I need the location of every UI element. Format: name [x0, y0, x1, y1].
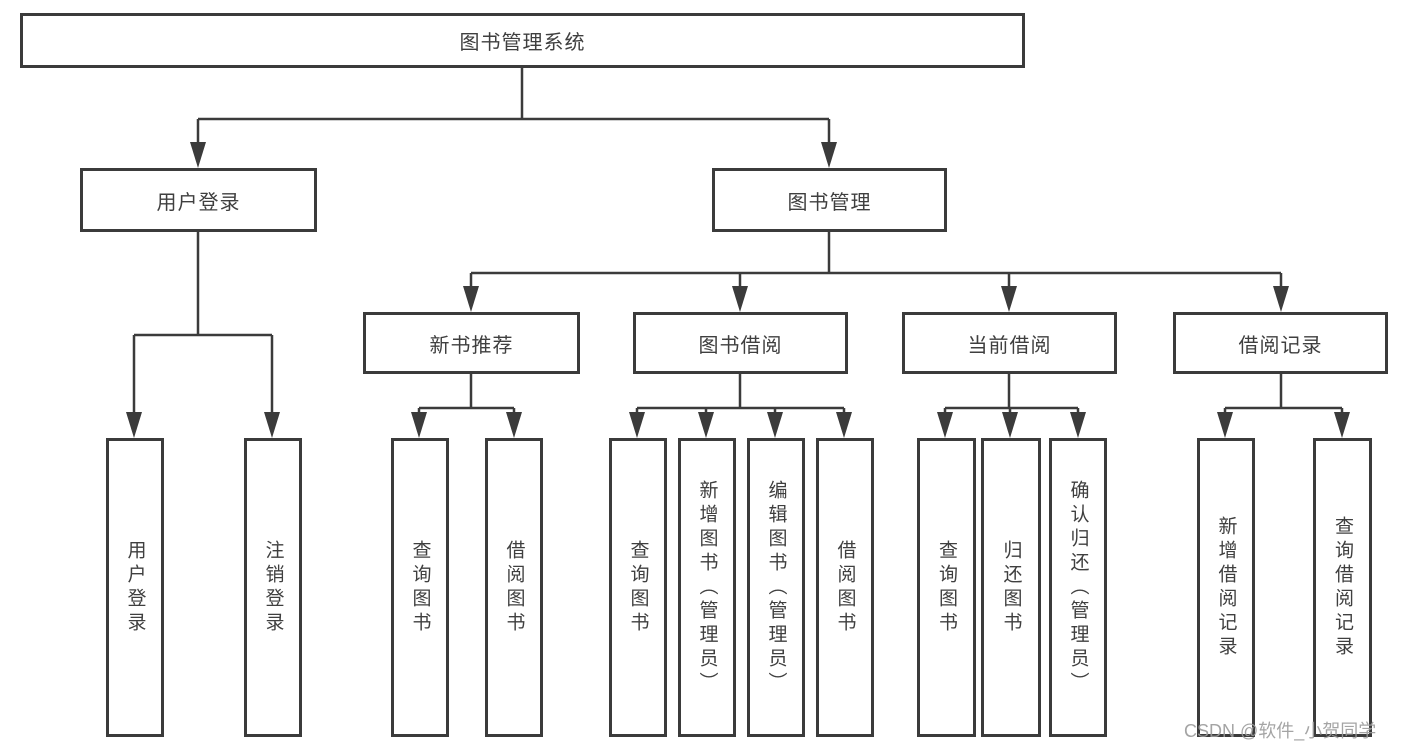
leaf-borrow-books-recommend: 借阅图书: [485, 438, 543, 737]
node-current-borrow: 当前借阅: [902, 312, 1117, 374]
leaf-query-borrow-record: 查询借阅记录: [1313, 438, 1372, 737]
node-book-borrow: 图书借阅: [633, 312, 848, 374]
node-borrow-records: 借阅记录: [1173, 312, 1388, 374]
leaf-user-login: 用户登录: [106, 438, 164, 737]
leaf-return-book: 归还图书: [981, 438, 1041, 737]
leaf-logout: 注销登录: [244, 438, 302, 737]
arrowheads: [126, 142, 1350, 438]
node-book-management: 图书管理: [712, 168, 947, 232]
leaf-add-book-admin: 新增图书（管理员）: [678, 438, 736, 737]
branch-root: [196, 68, 831, 142]
leaf-query-books-borrow: 查询图书: [609, 438, 667, 737]
branch-new-book: [417, 374, 516, 412]
node-system-root: 图书管理系统: [20, 13, 1025, 68]
branch-book-management: [469, 232, 1283, 286]
node-user-login: 用户登录: [80, 168, 317, 232]
leaf-edit-book-admin: 编辑图书（管理员）: [747, 438, 805, 737]
leaf-confirm-return-admin: 确认归还（管理员）: [1049, 438, 1107, 737]
branch-current-borrow: [943, 374, 1080, 412]
csdn-watermark: CSDN @软件_小贺同学: [1184, 721, 1377, 741]
node-new-book-recommend: 新书推荐: [363, 312, 580, 374]
leaf-borrow-books: 借阅图书: [816, 438, 874, 737]
leaf-query-books-current: 查询图书: [917, 438, 976, 737]
branch-borrow-records: [1223, 374, 1344, 412]
branch-book-borrow: [635, 374, 846, 412]
leaf-query-books-recommend: 查询图书: [391, 438, 449, 737]
branch-user-login: [132, 232, 274, 412]
leaf-add-borrow-record: 新增借阅记录: [1197, 438, 1255, 737]
